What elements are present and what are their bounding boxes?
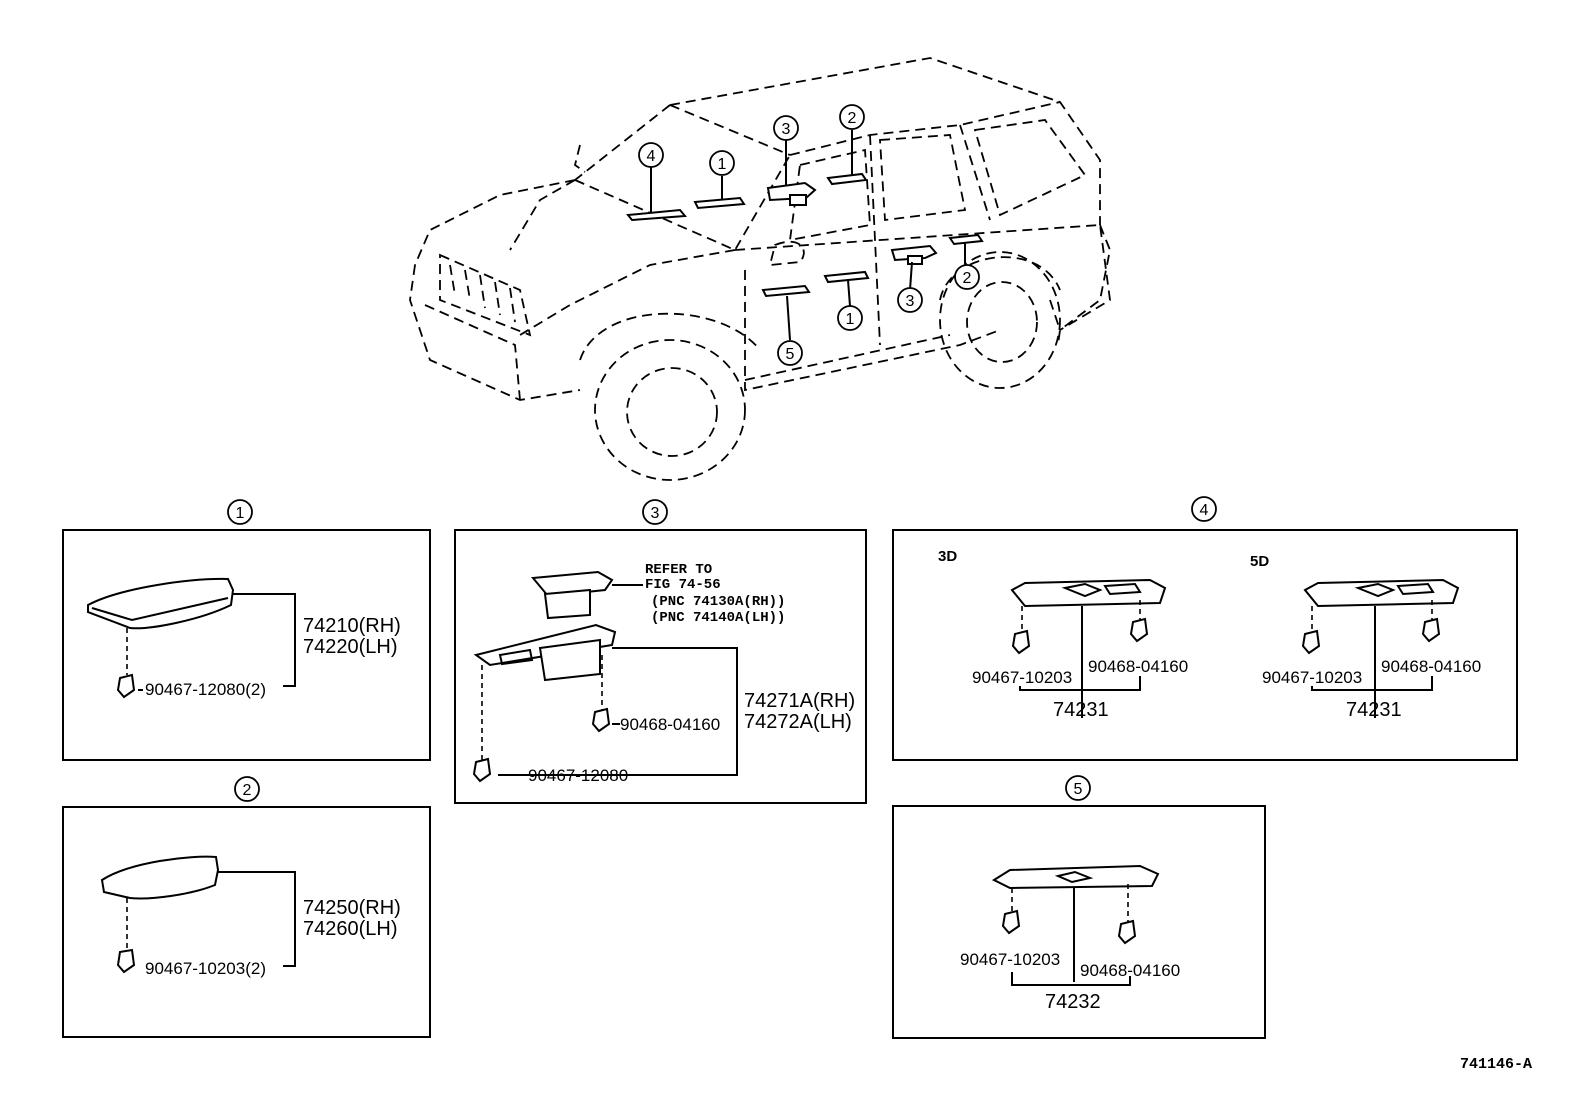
svg-text:3: 3: [782, 121, 791, 138]
clip-icon: [1129, 617, 1149, 643]
switch-base: [100, 855, 220, 900]
panel-5-callout: [1065, 775, 1091, 801]
variant-5d-label: 5D: [1250, 553, 1269, 570]
clip-b-part-number: 90468-04160: [1080, 961, 1180, 980]
svg-text:3: 3: [906, 293, 915, 310]
svg-text:2: 2: [848, 110, 857, 127]
vehicle-outline: 4 1 3 2 3 2 1 5: [409, 57, 1111, 481]
part-number-lh: 74260(LH): [303, 918, 398, 940]
svg-text:4: 4: [647, 148, 656, 165]
panel-2-callout: [234, 776, 260, 802]
panel-3: 3 REFER TO FIG 74-56 (PNC 74130A(RH)) (P…: [454, 499, 867, 804]
panel-2-callout-number: 2: [243, 782, 252, 799]
switch-base: [473, 623, 617, 667]
5d-switch-base: [1303, 578, 1460, 608]
panel-4-frame: [892, 529, 1518, 761]
variant-3d-label: 3D: [938, 548, 957, 565]
callout-3-on-vehicle: 3: [773, 115, 799, 141]
refer-note-line-4: (PNC 74140A(LH)): [651, 610, 785, 626]
callout-3b-on-vehicle: 3: [897, 287, 923, 313]
svg-text:1: 1: [718, 156, 727, 173]
clip-icon: [1301, 629, 1321, 655]
refer-note-line-1: REFER TO: [645, 562, 712, 578]
panel-4-callout-number: 4: [1200, 502, 1209, 519]
clip-part-number: 90467-12080(2): [145, 680, 266, 699]
3d-switch-base: [1010, 578, 1167, 608]
figure-code: 741146-A: [1460, 1056, 1532, 1073]
clip-icon: [1421, 617, 1441, 643]
svg-text:5: 5: [786, 346, 795, 363]
3d-part-number: 74231: [1053, 699, 1109, 721]
panel-1-callout: [227, 499, 253, 525]
3d-clip-a-part-number: 90467-10203: [972, 668, 1072, 687]
5d-part-number: 74231: [1346, 699, 1402, 721]
panel-1-callout-number: 1: [236, 505, 245, 522]
svg-text:2: 2: [963, 270, 972, 287]
panel-5-frame: [892, 805, 1266, 1039]
refer-note-line-3: (PNC 74130A(RH)): [651, 594, 785, 610]
clip-icon: [1001, 909, 1021, 935]
clip-part-number-b: 90467-12080: [528, 766, 628, 785]
part-number-lh: 74272A(LH): [744, 711, 852, 733]
panel-1-frame: [62, 529, 431, 761]
panel-2: 2 74250(RH) 74260(LH) 90467-10203(2): [62, 776, 431, 1038]
clip-part-number-a: 90468-04160: [620, 715, 720, 734]
callout-1b-on-vehicle: 1: [837, 305, 863, 331]
clip-icon: [472, 757, 492, 783]
panel-1: 1 74210(RH) 74220(LH) 90467-12080(2): [62, 499, 431, 761]
clip-part-number: 90467-10203(2): [145, 959, 266, 978]
callout-5-on-vehicle: 5: [777, 340, 803, 366]
panel-2-frame: [62, 806, 431, 1038]
clip-icon: [116, 948, 136, 974]
part-number-rh: 74250(RH): [303, 897, 401, 919]
panel-3-callout: [642, 499, 668, 525]
armrest-switch-base: [87, 577, 235, 630]
part-number-rh: 74210(RH): [303, 615, 401, 637]
svg-text:1: 1: [846, 311, 855, 328]
clip-icon: [591, 707, 611, 733]
callout-2-on-vehicle: 2: [839, 104, 865, 130]
callout-2b-on-vehicle: 2: [954, 264, 980, 290]
part-number-rh: 74271A(RH): [744, 690, 855, 712]
panel-3-frame: [454, 529, 867, 804]
switch-base: [991, 864, 1160, 890]
part-number: 74232: [1045, 991, 1101, 1013]
refer-note-line-2: FIG 74-56: [645, 577, 721, 593]
panel-4: 4 3D 5D 90467-10203 90468-04160 74231 90…: [892, 496, 1518, 761]
clip-a-part-number: 90467-10203: [960, 950, 1060, 969]
5d-clip-a-part-number: 90467-10203: [1262, 668, 1362, 687]
panel-5-callout-number: 5: [1074, 781, 1083, 798]
clip-icon: [1117, 919, 1137, 945]
callout-1-on-vehicle: 1: [709, 150, 735, 176]
5d-clip-b-part-number: 90468-04160: [1381, 657, 1481, 676]
panel-5: 5 90467-10203 90468-04160 74232: [892, 775, 1266, 1039]
clip-icon: [116, 673, 136, 699]
3d-clip-b-part-number: 90468-04160: [1088, 657, 1188, 676]
callout-4-on-vehicle: 4: [638, 142, 664, 168]
clip-icon: [1011, 629, 1031, 655]
part-number-lh: 74220(LH): [303, 636, 398, 658]
panel-3-callout-number: 3: [651, 505, 660, 522]
panel-4-callout: [1191, 496, 1217, 522]
